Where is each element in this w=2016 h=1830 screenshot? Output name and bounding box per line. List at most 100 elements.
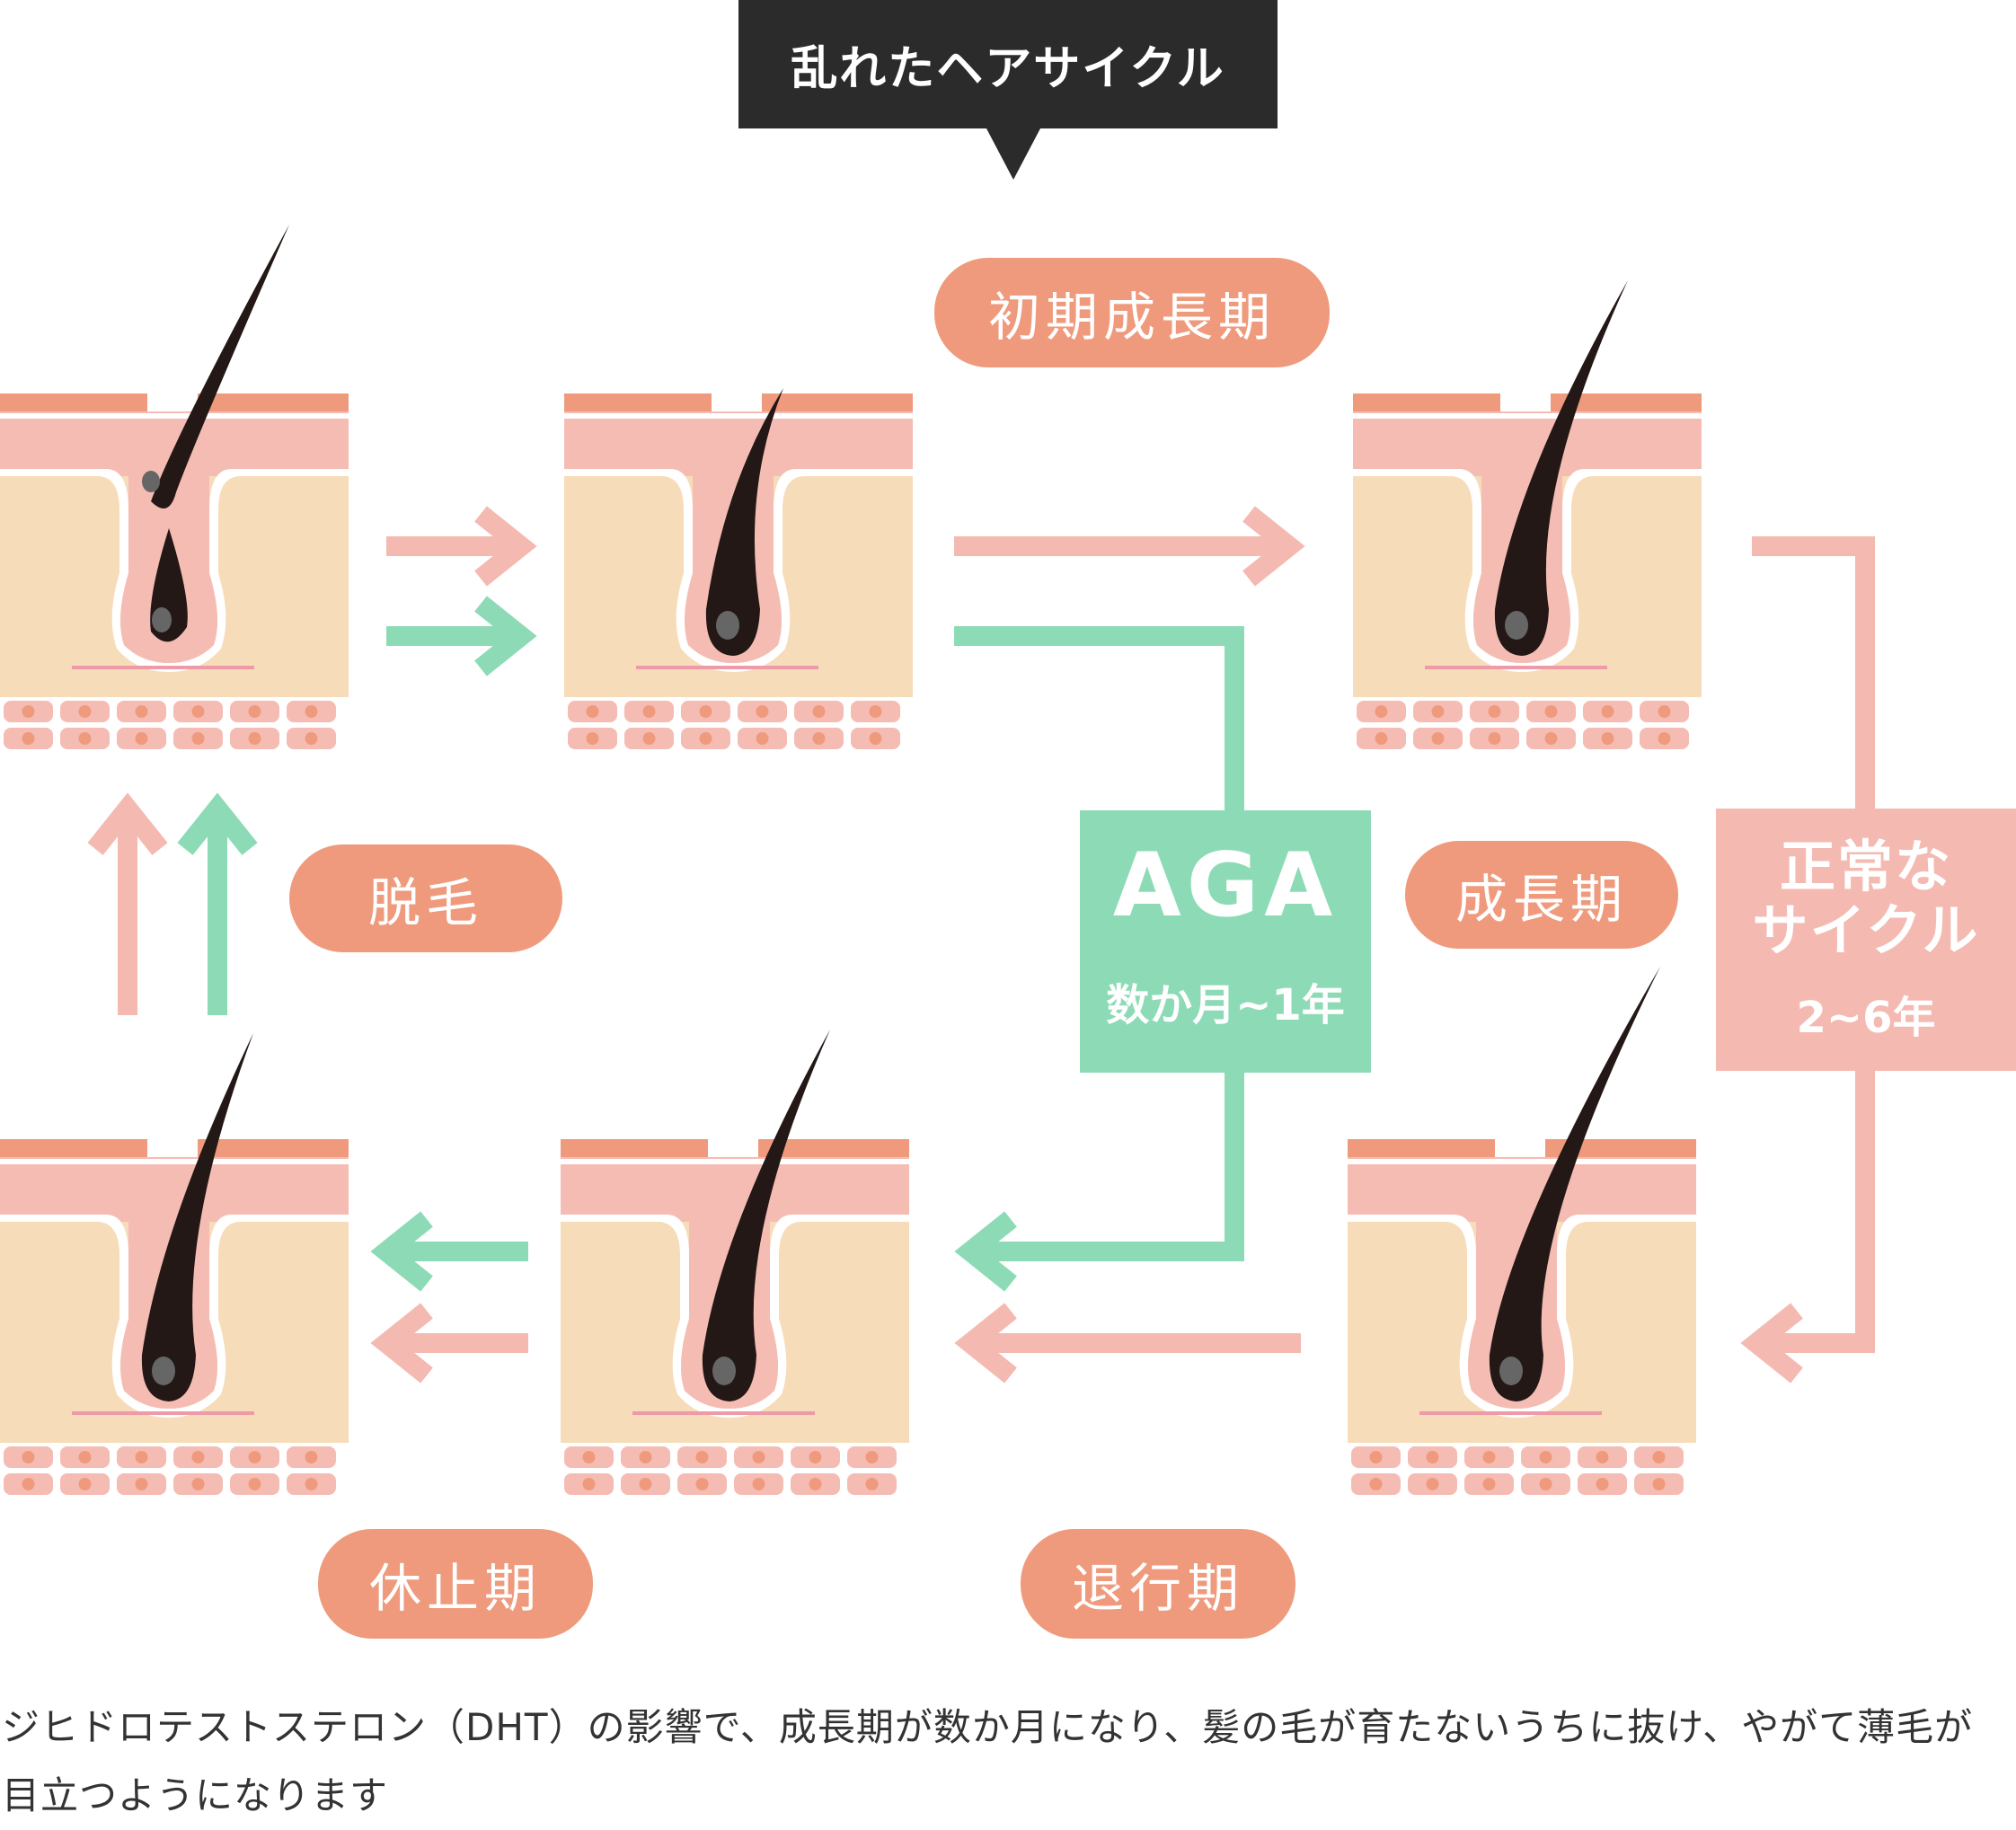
cell-nucleus <box>812 732 826 745</box>
hair-papilla <box>716 611 739 640</box>
cell-nucleus <box>1482 1478 1496 1490</box>
cell-nucleus <box>1539 1451 1552 1463</box>
arrow-up-green <box>177 792 258 1015</box>
cell-nucleus <box>639 1451 652 1463</box>
cell-nucleus <box>1375 705 1388 718</box>
cell-nucleus <box>191 1478 205 1490</box>
epidermis <box>1353 411 1702 476</box>
cell-nucleus <box>752 1478 765 1490</box>
hair-shaft <box>705 388 783 656</box>
epidermis <box>1348 1157 1696 1222</box>
cell-nucleus <box>1482 1451 1496 1463</box>
cell-nucleus <box>752 1451 765 1463</box>
normal-cycle-box: 正常な サイクル 2~6年 <box>1716 809 2016 1071</box>
cell-nucleus <box>1431 705 1445 718</box>
cell-nucleus <box>135 1478 148 1490</box>
surface-line <box>564 413 913 419</box>
surface-line <box>1353 413 1702 419</box>
skin-surface-left <box>1353 393 1500 411</box>
cell-nucleus <box>305 705 318 718</box>
skin-surface-right <box>198 393 349 411</box>
cell-nucleus <box>1431 732 1445 745</box>
hair-shaft <box>702 1030 830 1401</box>
cell-nucleus <box>78 705 92 718</box>
cell-nucleus <box>1596 1478 1609 1490</box>
cell-nucleus <box>812 705 826 718</box>
surface-line <box>0 1159 349 1164</box>
arrow-growth-to-regression-pink <box>954 1303 1301 1384</box>
skin-surface-right <box>1545 1139 1696 1157</box>
cell-nucleus <box>1601 732 1614 745</box>
cell-nucleus <box>135 732 148 745</box>
stage-pill-resting: 休止期 <box>318 1529 593 1639</box>
panel-growth <box>1353 280 1702 749</box>
skin-surface-left <box>0 393 147 411</box>
hair-papilla <box>712 1357 736 1385</box>
cell-nucleus <box>642 705 656 718</box>
epidermis <box>0 1157 349 1222</box>
skin-surface-left <box>561 1139 708 1157</box>
cell-nucleus <box>1426 1451 1439 1463</box>
skin-surface-left <box>1348 1139 1495 1157</box>
stage-label-shedding: 脱毛 <box>367 872 483 933</box>
skin-surface-left <box>564 393 712 411</box>
hair-shaft <box>151 225 289 508</box>
cell-nucleus <box>135 1451 148 1463</box>
aga-label: AGA <box>1112 835 1339 937</box>
stage-pill-regression: 退行期 <box>1021 1529 1295 1639</box>
arrow-shedding-to-early-green <box>386 596 537 676</box>
surface-line <box>0 413 349 419</box>
cell-nucleus <box>582 1451 596 1463</box>
cell-nucleus <box>1369 1451 1383 1463</box>
diagram-title: 乱れたヘアサイクル <box>791 42 1225 96</box>
arrow-regression-to-resting-green <box>370 1211 528 1292</box>
cell-nucleus <box>248 732 261 745</box>
cell-nucleus <box>1652 1451 1666 1463</box>
cell-nucleus <box>586 732 599 745</box>
cell-nucleus <box>1369 1478 1383 1490</box>
arrow-regression-to-resting-pink <box>370 1303 528 1384</box>
cell-nucleus <box>756 705 769 718</box>
cell-nucleus <box>22 732 35 745</box>
hair-papilla <box>1499 1357 1523 1385</box>
cell-nucleus <box>1375 732 1388 745</box>
epidermis <box>564 411 913 476</box>
cell-nucleus <box>865 1451 879 1463</box>
cell-nucleus <box>305 1451 318 1463</box>
aga-box: AGA 数か月~1年 <box>1080 810 1371 1073</box>
cell-nucleus <box>305 1478 318 1490</box>
normal-cycle-label-line1: 正常な <box>1779 833 1952 899</box>
title-banner: 乱れたヘアサイクル <box>738 0 1278 128</box>
cell-nucleus <box>22 1478 35 1490</box>
cell-nucleus <box>191 705 205 718</box>
skin-surface-right <box>762 393 913 411</box>
cell-nucleus <box>78 1451 92 1463</box>
cell-nucleus <box>582 1478 596 1490</box>
cell-nucleus <box>869 705 882 718</box>
cell-nucleus <box>305 732 318 745</box>
cell-nucleus <box>586 705 599 718</box>
cell-nucleus <box>695 1451 709 1463</box>
skin-surface-right <box>1551 393 1702 411</box>
cell-nucleus <box>191 732 205 745</box>
stage-pill-early-growth: 初期成長期 <box>934 258 1330 367</box>
title-pointer <box>986 128 1040 180</box>
cell-nucleus <box>809 1478 822 1490</box>
hair-shaft <box>1494 280 1628 656</box>
cell-nucleus <box>1539 1478 1552 1490</box>
cell-nucleus <box>248 1478 261 1490</box>
skin-surface-right <box>758 1139 909 1157</box>
panel-early-growth <box>564 388 913 749</box>
panel-resting <box>0 1033 349 1495</box>
cell-nucleus <box>1544 732 1558 745</box>
hair-root-remnant <box>142 471 160 492</box>
cell-nucleus <box>135 705 148 718</box>
cell-nucleus <box>642 732 656 745</box>
cell-nucleus <box>695 1478 709 1490</box>
aga-duration: 数か月~1年 <box>1106 980 1345 1030</box>
surface-line <box>1348 1159 1696 1164</box>
hair-shaft <box>141 1033 253 1401</box>
cell-nucleus <box>1544 705 1558 718</box>
stage-label-resting: 休止期 <box>368 1558 542 1619</box>
